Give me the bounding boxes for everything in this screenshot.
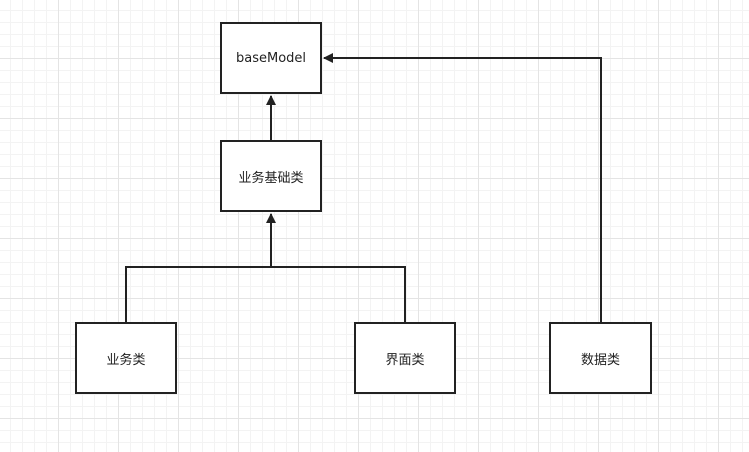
edge-business-to-business-base bbox=[125, 266, 271, 322]
node-data[interactable]: 数据类 bbox=[549, 322, 652, 394]
node-basemodel[interactable]: baseModel bbox=[220, 22, 322, 94]
node-basemodel-label: baseModel bbox=[235, 50, 307, 66]
node-ui-label: 界面类 bbox=[385, 352, 425, 368]
node-business-label: 业务类 bbox=[106, 352, 146, 368]
node-business-base-label: 业务基础类 bbox=[238, 170, 304, 186]
node-business[interactable]: 业务类 bbox=[75, 322, 177, 394]
node-ui[interactable]: 界面类 bbox=[354, 322, 456, 394]
edge-ui-to-business-base bbox=[271, 266, 406, 322]
node-business-base[interactable]: 业务基础类 bbox=[220, 140, 322, 212]
edge-data-to-basemodel bbox=[323, 53, 602, 322]
node-data-label: 数据类 bbox=[580, 352, 620, 368]
